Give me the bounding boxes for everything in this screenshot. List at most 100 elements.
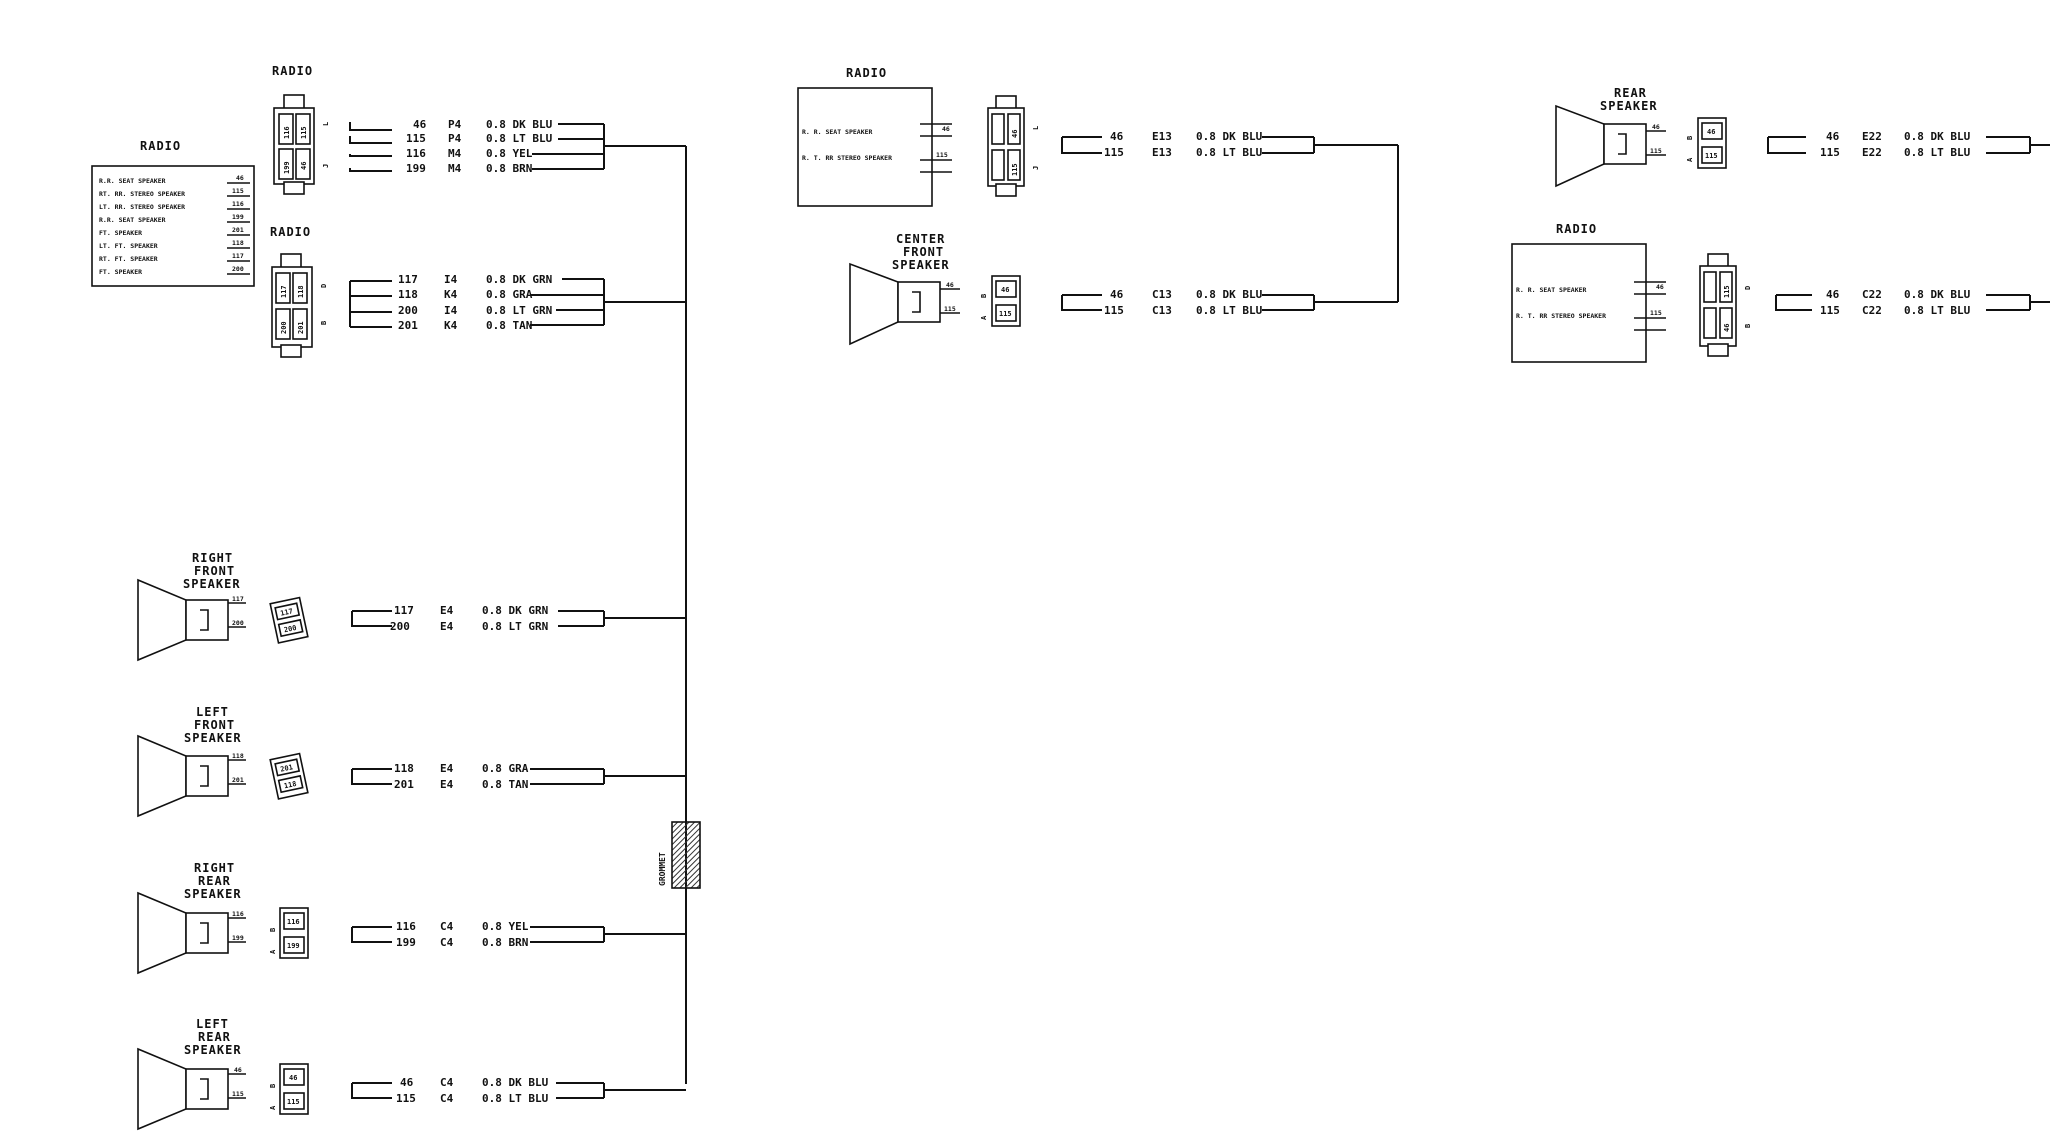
wire-spec: 0.8 DK BLU	[1196, 130, 1263, 143]
wire-circuit: 200	[390, 620, 410, 633]
radio-2-connector: 46 115 L J	[987, 95, 1040, 197]
svg-text:201: 201	[280, 763, 294, 773]
pin-name: RT. RR. STEREO SPEAKER	[99, 190, 185, 198]
speaker-label-line: LEFT	[196, 705, 229, 719]
svg-text:118: 118	[232, 752, 244, 760]
wire-spec: 0.8 LT GRN	[486, 304, 552, 317]
wire-spec: 0.8 LT BLU	[1196, 304, 1263, 317]
pin-name: LT. RR. STEREO SPEAKER	[99, 203, 185, 211]
radio-main-pin: LT. FT. SPEAKER 118	[99, 239, 250, 250]
speaker-label-line: REAR	[1614, 86, 1647, 100]
pin-name: LT. FT. SPEAKER	[99, 242, 158, 250]
wire-circuit: 117	[398, 273, 418, 286]
wire-spec: 0.8 LT BLU	[1904, 146, 1971, 159]
svg-text:46: 46	[289, 1074, 297, 1082]
svg-text:46: 46	[1707, 128, 1715, 136]
speaker-label-line: SPEAKER	[184, 887, 242, 901]
radio-main-pin: R.R. SEAT SPEAKER 46	[99, 174, 250, 185]
svg-text:115: 115	[944, 305, 956, 313]
speaker-label-line: SPEAKER	[1600, 99, 1658, 113]
pin-letter: J	[1032, 166, 1040, 170]
svg-text:116: 116	[232, 910, 244, 918]
pin-circuit: 46	[1656, 283, 1664, 291]
speaker-label-line: LEFT	[196, 1017, 229, 1031]
radio-main-box	[91, 165, 255, 287]
wire-spec: 0.8 DK BLU	[1904, 288, 1971, 301]
svg-text:46: 46	[1723, 324, 1731, 332]
svg-text:116: 116	[287, 918, 300, 926]
radio-main-pin: R.R. SEAT SPEAKER 199	[99, 213, 250, 224]
speaker-label-line: SPEAKER	[184, 1043, 242, 1057]
pin-name: FT. SPEAKER	[99, 268, 142, 276]
svg-text:46: 46	[234, 1066, 242, 1074]
wire-connector: E4	[440, 620, 454, 633]
pin-letter: L	[322, 122, 330, 126]
wire-spec: 0.8 GRA	[486, 288, 533, 301]
radio-connector-bd-label: RADIO	[270, 225, 311, 239]
wire-connector: C4	[440, 1092, 454, 1105]
rear-speaker: REAR SPEAKER 46 115 B A 46 115	[1555, 86, 1727, 188]
pin-circuit: 199	[232, 213, 244, 221]
speaker-label-line: SPEAKER	[183, 577, 241, 591]
wire-connector: C4	[440, 936, 454, 949]
wire-circuit: 46	[1826, 288, 1840, 301]
pin-letter: D	[1744, 286, 1752, 290]
speaker-label-line: RIGHT	[192, 551, 233, 565]
left-front-speaker: LEFT FRONT SPEAKER 118 201 201 118	[137, 705, 309, 818]
wire-connector: E4	[440, 604, 454, 617]
wire-group-i4-k4: 117 118 200 201 I4 K4 I4 K4 0.8 DK GRN 0…	[349, 273, 686, 332]
center-front-speaker: CENTER FRONT SPEAKER 46 115 B A 46 115	[849, 232, 1021, 346]
pin-letter: B	[320, 321, 328, 325]
svg-text:46: 46	[300, 162, 308, 170]
pin-circuit: 200	[232, 265, 244, 273]
wire-spec: 0.8 DK GRN	[482, 604, 548, 617]
pin-circuit: 46	[236, 174, 244, 182]
wire-connector: M4	[448, 162, 462, 175]
wire-circuit: 116	[406, 147, 426, 160]
speaker-label-line: FRONT	[194, 718, 235, 732]
wire-connector: E4	[440, 778, 454, 791]
wire-group-rr-c4: 116 199 C4 C4 0.8 YEL 0.8 BRN	[351, 920, 686, 949]
wire-circuit: 118	[398, 288, 418, 301]
svg-text:46: 46	[946, 281, 954, 289]
wire-connector: E13	[1152, 146, 1172, 159]
pin-name: R. R. SEAT SPEAKER	[1516, 286, 1587, 294]
pin-letter: A	[269, 949, 277, 954]
wire-connector: C22	[1862, 304, 1882, 317]
svg-text:200: 200	[283, 624, 297, 634]
speaker-label-line: FRONT	[194, 564, 235, 578]
wire-spec: 0.8 DK BLU	[1904, 130, 1971, 143]
radio-connector-jl: 116 115 199 46 L J	[273, 94, 330, 195]
radio-2-label: RADIO	[846, 66, 887, 80]
svg-text:118: 118	[283, 780, 297, 790]
wire-group-e22: 46 115 E22 E22 0.8 DK BLU 0.8 LT BLU	[1767, 130, 2050, 159]
wire-circuit: 117	[394, 604, 414, 617]
wire-circuit: 115	[396, 1092, 416, 1105]
svg-text:117: 117	[280, 607, 294, 617]
wire-circuit: 115	[1104, 304, 1124, 317]
wire-group-c13: 46 115 C13 C13 0.8 DK BLU 0.8 LT BLU	[1061, 288, 1398, 317]
wire-connector: C13	[1152, 288, 1172, 301]
pin-letter: A	[1686, 157, 1694, 162]
pin-name: FT. SPEAKER	[99, 229, 142, 237]
pin-circuit: 115	[1650, 309, 1662, 317]
wire-spec: 0.8 LT BLU	[1196, 146, 1263, 159]
wire-circuit: 115	[1820, 146, 1840, 159]
wire-group-c22: 46 115 C22 C22 0.8 DK BLU 0.8 LT BLU	[1775, 288, 2050, 317]
pin-letter: B	[1686, 136, 1694, 140]
wire-connector: M4	[448, 147, 462, 160]
svg-text:117: 117	[232, 595, 244, 603]
pin-circuit: 117	[232, 252, 244, 260]
radio-main-pin: FT. SPEAKER 200	[99, 265, 250, 276]
pin-circuit: 201	[232, 226, 244, 234]
pin-name: R.R. SEAT SPEAKER	[99, 216, 166, 224]
wire-circuit: 115	[406, 132, 426, 145]
pin-letter: A	[269, 1105, 277, 1110]
svg-text:116: 116	[283, 126, 291, 139]
grommet: GROMMET	[658, 821, 701, 889]
svg-text:115: 115	[300, 126, 308, 139]
wire-circuit: 46	[1110, 130, 1124, 143]
wire-spec: 0.8 DK BLU	[1196, 288, 1263, 301]
wire-spec: 0.8 LT BLU	[482, 1092, 549, 1105]
pin-name: R. T. RR STEREO SPEAKER	[1516, 312, 1606, 320]
